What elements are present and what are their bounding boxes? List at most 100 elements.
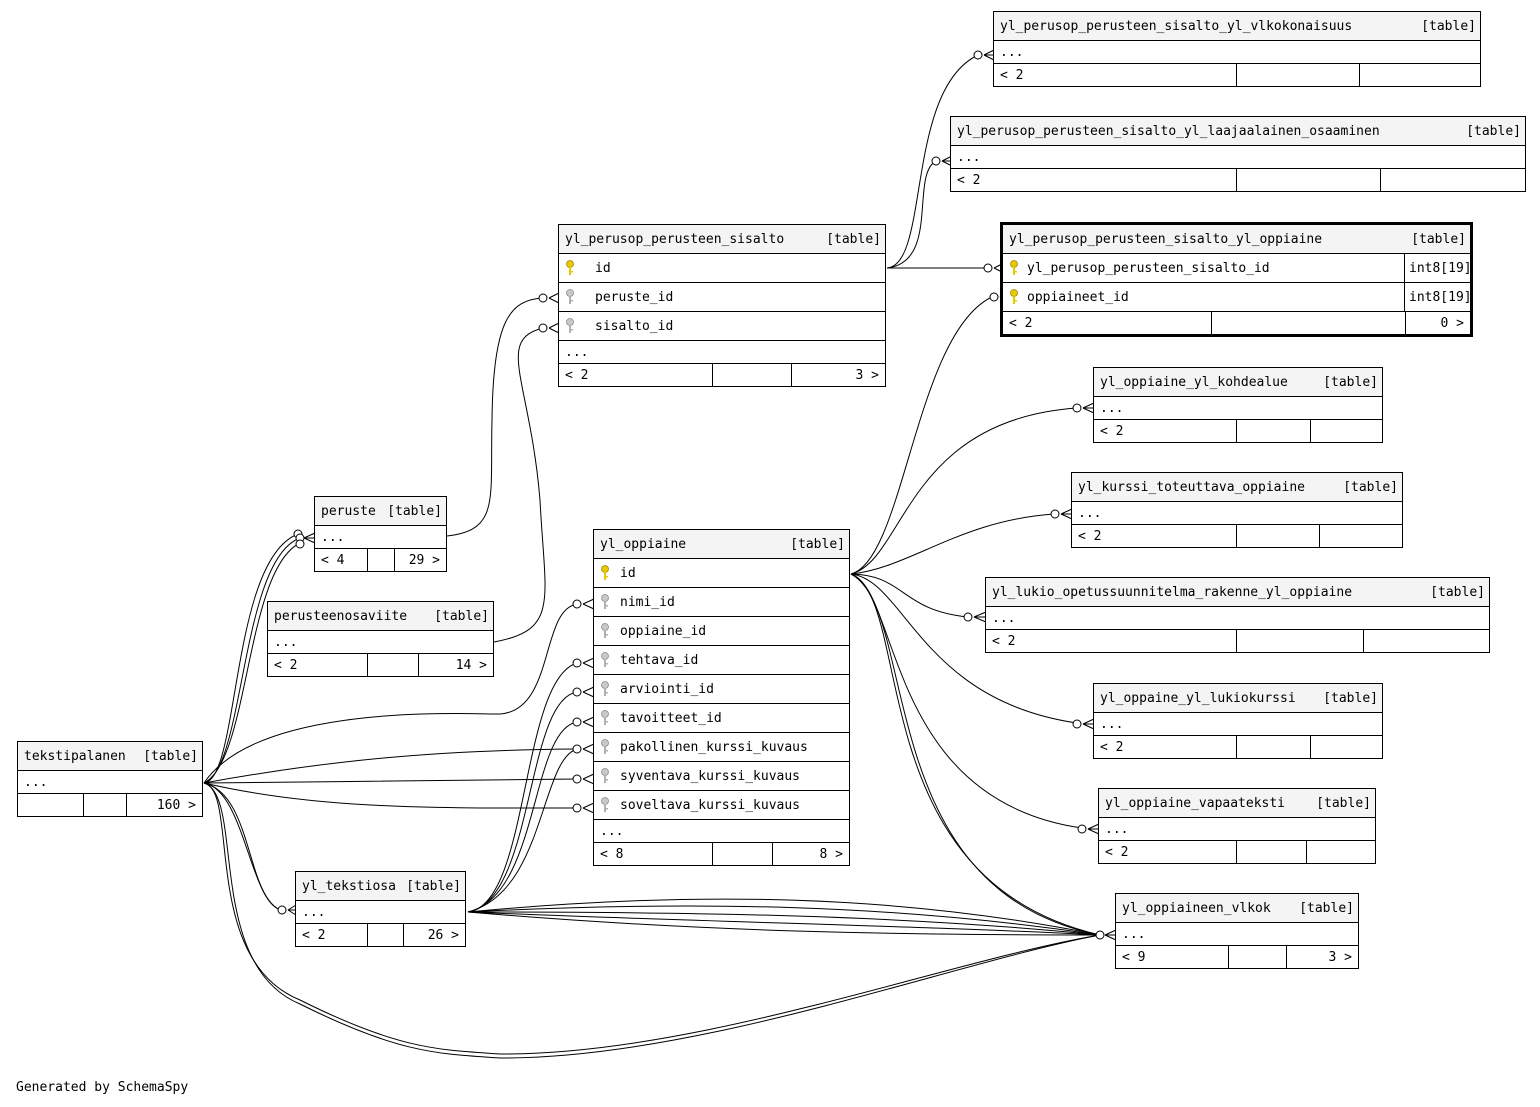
children-count[interactable]: [1310, 420, 1382, 442]
more-columns: ...: [1072, 502, 1402, 525]
table-footer: < 2 14 >: [268, 654, 493, 676]
table-footer: 160 >: [18, 794, 202, 816]
table-type-tag: [table]: [1323, 374, 1378, 390]
children-count[interactable]: 8 >: [772, 843, 849, 865]
rows-count: [1236, 630, 1363, 652]
rows-count: [1236, 525, 1319, 547]
table-kurssi-toteuttava-oppiaine[interactable]: yl_kurssi_toteuttava_oppiaine [table] ..…: [1071, 472, 1403, 548]
primary-key-icon: [1003, 260, 1027, 276]
column-name: arviointi_id: [620, 681, 714, 697]
table-laajaalainen-osaaminen[interactable]: yl_perusop_perusteen_sisalto_yl_laajaala…: [950, 116, 1526, 192]
generated-by-credit: Generated by SchemaSpy: [16, 1080, 189, 1095]
parents-count[interactable]: < 2: [302, 927, 326, 943]
table-header: yl_tekstiosa [table]: [296, 872, 465, 901]
table-tekstipalanen[interactable]: tekstipalanen [table] ... 160 >: [17, 741, 203, 817]
more-columns: ...: [986, 607, 1489, 630]
table-name: yl_perusop_perusteen_sisalto_yl_oppiaine: [1009, 231, 1323, 247]
column-row[interactable]: tavoitteet_id: [594, 704, 849, 733]
table-tekstiosa[interactable]: yl_tekstiosa [table] ... < 2 26 >: [295, 871, 466, 947]
table-vapaateksti[interactable]: yl_oppiaine_vapaateksti [table] ... < 2: [1098, 788, 1376, 864]
foreign-key-icon: [594, 768, 620, 784]
children-count[interactable]: [1359, 64, 1480, 86]
parents-count[interactable]: < 2: [1100, 423, 1124, 439]
column-row[interactable]: nimi_id: [594, 588, 849, 617]
table-header: yl_oppiaine_yl_kohdealue [table]: [1094, 368, 1382, 397]
children-count[interactable]: [1310, 736, 1382, 758]
column-row[interactable]: yl_perusop_perusteen_sisalto_id int8[19]: [1003, 254, 1472, 283]
table-type-tag: [table]: [387, 503, 442, 519]
table-type-tag: [table]: [406, 878, 461, 894]
table-lukiokurssi[interactable]: yl_oppaine_yl_lukiokurssi [table] ... < …: [1093, 683, 1383, 759]
parents-count[interactable]: < 2: [1000, 67, 1024, 83]
parents-count[interactable]: < 2: [1078, 528, 1102, 544]
table-oppiaine[interactable]: yl_oppiaine [table] id nimi_id oppiaine_…: [593, 529, 850, 866]
column-row[interactable]: syventava_kurssi_kuvaus: [594, 762, 849, 791]
column-row[interactable]: tehtava_id: [594, 646, 849, 675]
column-name: yl_perusop_perusteen_sisalto_id: [1027, 260, 1270, 276]
rows-count: [1236, 169, 1380, 191]
table-vlkokonaisuus[interactable]: yl_perusop_perusteen_sisalto_yl_vlkokona…: [993, 11, 1481, 87]
table-footer: < 2 26 >: [296, 924, 465, 946]
table-sisalto-oppiaine[interactable]: yl_perusop_perusteen_sisalto_yl_oppiaine…: [1000, 222, 1473, 337]
table-oppiaineen-vlkok[interactable]: yl_oppiaineen_vlkok [table] ... < 9 3 >: [1115, 893, 1359, 969]
table-lukio-rakenne-oppiaine[interactable]: yl_lukio_opetussuunnitelma_rakenne_yl_op…: [985, 577, 1490, 653]
more-columns: ...: [315, 526, 446, 549]
children-count[interactable]: [1319, 525, 1402, 547]
rows-count: [712, 843, 772, 865]
table-perusteen-sisalto[interactable]: yl_perusop_perusteen_sisalto [table] id …: [558, 224, 886, 387]
parents-count[interactable]: < 8: [600, 846, 624, 862]
column-row[interactable]: pakollinen_kurssi_kuvaus: [594, 733, 849, 762]
children-count[interactable]: [1306, 841, 1375, 863]
parents-count[interactable]: < 2: [565, 367, 589, 383]
table-footer: < 2: [986, 630, 1489, 652]
parents-count[interactable]: < 9: [1122, 949, 1146, 965]
column-row[interactable]: oppiaineet_id int8[19]: [1003, 283, 1472, 312]
table-peruste[interactable]: peruste [table] ... < 4 29 >: [314, 496, 447, 572]
table-footer: < 8 8 >: [594, 843, 849, 865]
column-row[interactable]: id: [594, 559, 849, 588]
children-count[interactable]: 26 >: [403, 924, 465, 946]
children-count[interactable]: 160 >: [126, 794, 202, 816]
table-type-tag: [table]: [143, 748, 198, 764]
children-count[interactable]: 29 >: [394, 549, 446, 571]
parents-count[interactable]: < 2: [957, 172, 981, 188]
children-count[interactable]: 3 >: [1286, 946, 1358, 968]
parents-count[interactable]: < 2: [1100, 739, 1124, 755]
column-name: pakollinen_kurssi_kuvaus: [620, 739, 808, 755]
parents-count[interactable]: < 2: [274, 657, 298, 673]
rows-count: [367, 549, 394, 571]
table-type-tag: [table]: [434, 608, 489, 624]
table-footer: < 2: [994, 64, 1480, 86]
parents-count[interactable]: [18, 794, 83, 816]
foreign-key-icon: [594, 623, 620, 639]
column-row[interactable]: id: [559, 254, 885, 283]
children-count[interactable]: [1380, 169, 1525, 191]
rows-count: [367, 654, 418, 676]
table-kohdealue[interactable]: yl_oppiaine_yl_kohdealue [table] ... < 2: [1093, 367, 1383, 443]
parents-count[interactable]: < 2: [1009, 315, 1033, 331]
foreign-key-icon: [559, 289, 595, 305]
foreign-key-icon: [594, 652, 620, 668]
table-name: yl_lukio_opetussuunnitelma_rakenne_yl_op…: [992, 584, 1353, 600]
parents-count[interactable]: < 4: [321, 552, 345, 568]
table-perusteenosaviite[interactable]: perusteenosaviite [table] ... < 2 14 >: [267, 601, 494, 677]
table-header: yl_perusop_perusteen_sisalto [table]: [559, 225, 885, 254]
table-footer: < 4 29 >: [315, 549, 446, 571]
rows-count: [1236, 736, 1310, 758]
rows-count: [1228, 946, 1286, 968]
children-count[interactable]: 14 >: [418, 654, 493, 676]
parents-count[interactable]: < 2: [1105, 844, 1129, 860]
children-count[interactable]: 3 >: [791, 364, 885, 386]
column-row[interactable]: peruste_id: [559, 283, 885, 312]
column-row[interactable]: soveltava_kurssi_kuvaus: [594, 791, 849, 820]
column-row[interactable]: arviointi_id: [594, 675, 849, 704]
column-row[interactable]: sisalto_id: [559, 312, 885, 341]
children-count[interactable]: 0 >: [1405, 312, 1470, 334]
table-header: perusteenosaviite [table]: [268, 602, 493, 631]
parents-count[interactable]: < 2: [992, 633, 1016, 649]
children-count[interactable]: [1363, 630, 1489, 652]
table-header: yl_perusop_perusteen_sisalto_yl_oppiaine…: [1003, 225, 1470, 254]
column-row[interactable]: oppiaine_id: [594, 617, 849, 646]
column-name: id: [595, 260, 611, 276]
